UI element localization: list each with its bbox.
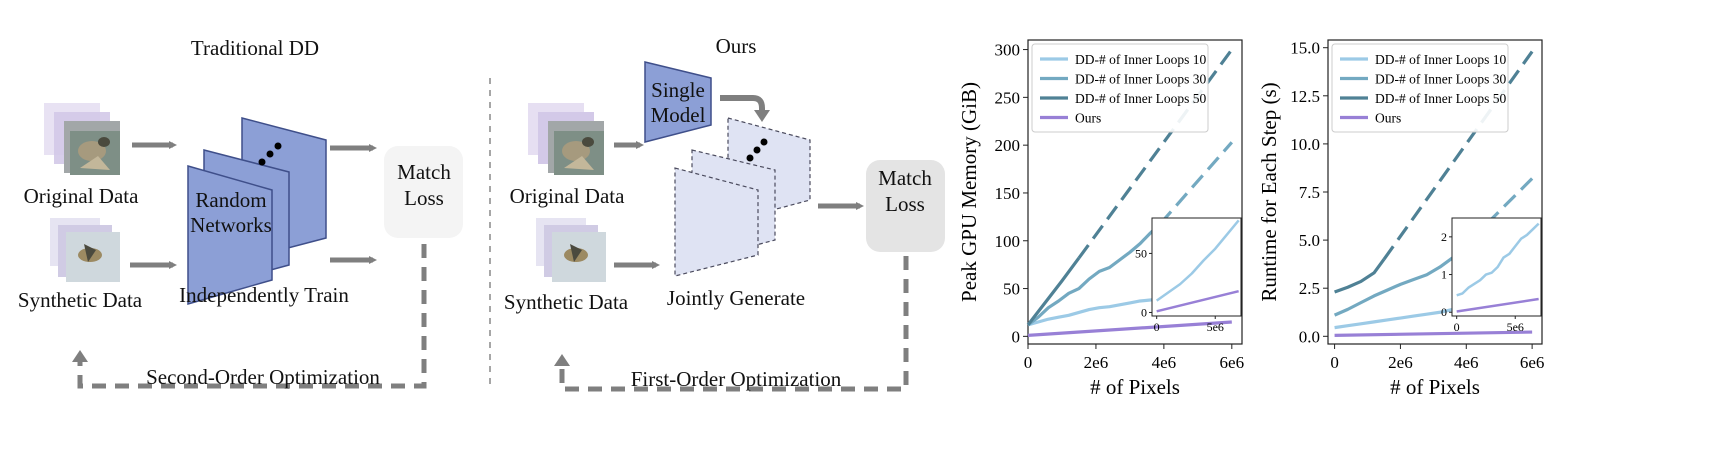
synthetic-data-stack-right <box>536 218 606 282</box>
y-tick-label: 0 <box>1012 327 1021 346</box>
y-axis-label: Peak GPU Memory (GiB) <box>957 82 981 302</box>
legend-label: Ours <box>1075 111 1101 126</box>
y-tick-label: 250 <box>995 88 1021 107</box>
x-axis-label: # of Pixels <box>1090 375 1180 399</box>
series-line-0 <box>1334 305 1467 330</box>
second-order-optimization-label: Second-Order Optimization <box>146 365 380 389</box>
legend-label: DD-# of Inner Loops 10 <box>1075 52 1206 67</box>
series-line-1 <box>1027 222 1162 327</box>
plot-frame <box>1027 39 1243 345</box>
inset-x-tick-label: 0 <box>1154 320 1160 334</box>
match-loss-left-line2: Loss <box>404 186 444 210</box>
series-extrapolation-2 <box>1382 50 1534 261</box>
original-data-stack-left <box>44 103 120 175</box>
y-tick-label: 2.5 <box>1299 279 1320 298</box>
inset-y-tick-label: 2 <box>1441 230 1447 244</box>
series-line-1 <box>1333 256 1455 317</box>
x-tick-label: 4e6 <box>1152 353 1177 372</box>
legend-box <box>1331 43 1509 133</box>
legend-label: DD-# of Inner Loops 30 <box>1375 72 1506 87</box>
inset-y-tick-label: 0 <box>1141 305 1147 319</box>
series-extrapolation-1 <box>1159 141 1234 225</box>
match-loss-box-right <box>866 160 945 252</box>
legend-label: DD-# of Inner Loops 50 <box>1075 91 1206 106</box>
x-tick-label: 2e6 <box>1388 353 1413 372</box>
inset-series-line-0 <box>1456 222 1540 297</box>
synthetic-image-icon <box>78 244 102 262</box>
inset-series-line-1 <box>1156 289 1239 313</box>
y-tick-label: 7.5 <box>1299 183 1320 202</box>
match-loss-right-line2: Loss <box>885 192 925 216</box>
series-line-2 <box>1026 257 1081 326</box>
inset-y-tick-label: 50 <box>1135 246 1147 260</box>
generated-networks-stack <box>674 117 811 277</box>
series-line-3 <box>1027 320 1232 337</box>
x-tick-label: 6e6 <box>1520 353 1545 372</box>
arrow-model-to-networks <box>720 95 765 112</box>
independently-train-label: Independently Train <box>179 283 349 307</box>
series-line-0 <box>1027 294 1171 327</box>
original-data-label-left: Original Data <box>23 184 139 208</box>
gpu-memory-chart: 0 50 100 150 200 250 300 0 2e6 4e6 6e6 # of Pixels P… <box>957 39 1245 399</box>
y-tick-label: 12.5 <box>1290 87 1320 106</box>
synthetic-data-label-right: Synthetic Data <box>503 290 629 314</box>
inset-y-tick-label: 1 <box>1441 268 1447 282</box>
synthetic-data-label-left: Synthetic Data <box>17 288 143 312</box>
x-tick-label: 6e6 <box>1220 353 1245 372</box>
synthetic-image-icon <box>564 244 588 262</box>
y-axis-label: Runtime for Each Step (s) <box>1257 82 1281 301</box>
match-loss-right-line1: Match <box>878 166 932 190</box>
legend-label: DD-# of Inner Loops 30 <box>1075 72 1206 87</box>
inset-x-tick-label: 5e6 <box>1207 320 1224 334</box>
match-loss-left-line1: Match <box>397 160 451 184</box>
x-axis-label: # of Pixels <box>1390 375 1480 399</box>
legend-label: DD-# of Inner Loops 50 <box>1375 91 1506 106</box>
match-loss-box-left <box>384 146 463 238</box>
runtime-chart: 0.0 2.5 5.0 7.5 10.0 12.5 15.0 0 2e6 4e6 6e6 # of P… <box>1257 39 1545 399</box>
jointly-generate-label: Jointly Generate <box>666 286 806 310</box>
traditional-title: Traditional DD <box>190 36 320 60</box>
y-tick-label: 15.0 <box>1290 39 1320 58</box>
synthetic-data-stack-left <box>50 218 120 282</box>
series-line-3 <box>1334 330 1533 337</box>
legend-box <box>1031 43 1209 133</box>
single-model-line2: Model <box>650 103 706 127</box>
x-tick-label: 2e6 <box>1084 353 1109 372</box>
legend-label: Ours <box>1375 111 1401 126</box>
ours-title: Ours <box>715 34 757 58</box>
original-data-stack-right <box>528 103 604 175</box>
y-tick-label: 100 <box>995 232 1021 251</box>
bird-image-icon <box>70 131 120 175</box>
legend-label: DD-# of Inner Loops 10 <box>1375 52 1506 67</box>
x-tick-label: 0 <box>1330 353 1339 372</box>
series-line-2 <box>1334 258 1386 294</box>
y-tick-label: 5.0 <box>1299 231 1320 250</box>
single-model-shape <box>644 61 712 143</box>
inset-series-line-0 <box>1155 219 1240 302</box>
feedback-loop-right <box>559 256 909 392</box>
series-extrapolation-2 <box>1077 48 1234 259</box>
y-tick-label: 300 <box>995 41 1021 60</box>
random-networks-stack <box>187 117 327 305</box>
single-model-line1: Single <box>651 78 705 102</box>
y-tick-label: 10.0 <box>1290 135 1320 154</box>
inset-x-tick-label: 5e6 <box>1507 320 1524 334</box>
networks-label-line2: Networks <box>190 213 272 237</box>
y-tick-label: 200 <box>995 136 1021 155</box>
y-tick-label: 0.0 <box>1299 327 1320 346</box>
x-tick-label: 4e6 <box>1454 353 1479 372</box>
feedback-loop-left <box>77 244 427 389</box>
y-tick-label: 150 <box>995 184 1021 203</box>
bird-image-icon <box>554 131 604 175</box>
inset-x-tick-label: 0 <box>1454 320 1460 334</box>
networks-label-line1: Random <box>195 188 267 212</box>
y-tick-label: 50 <box>1003 280 1020 299</box>
first-order-optimization-label: First-Order Optimization <box>630 367 842 391</box>
inset-series-line-1 <box>1456 297 1539 313</box>
inset-y-tick-label: 0 <box>1441 305 1447 319</box>
x-tick-label: 0 <box>1024 353 1033 372</box>
original-data-label-right: Original Data <box>509 184 625 208</box>
